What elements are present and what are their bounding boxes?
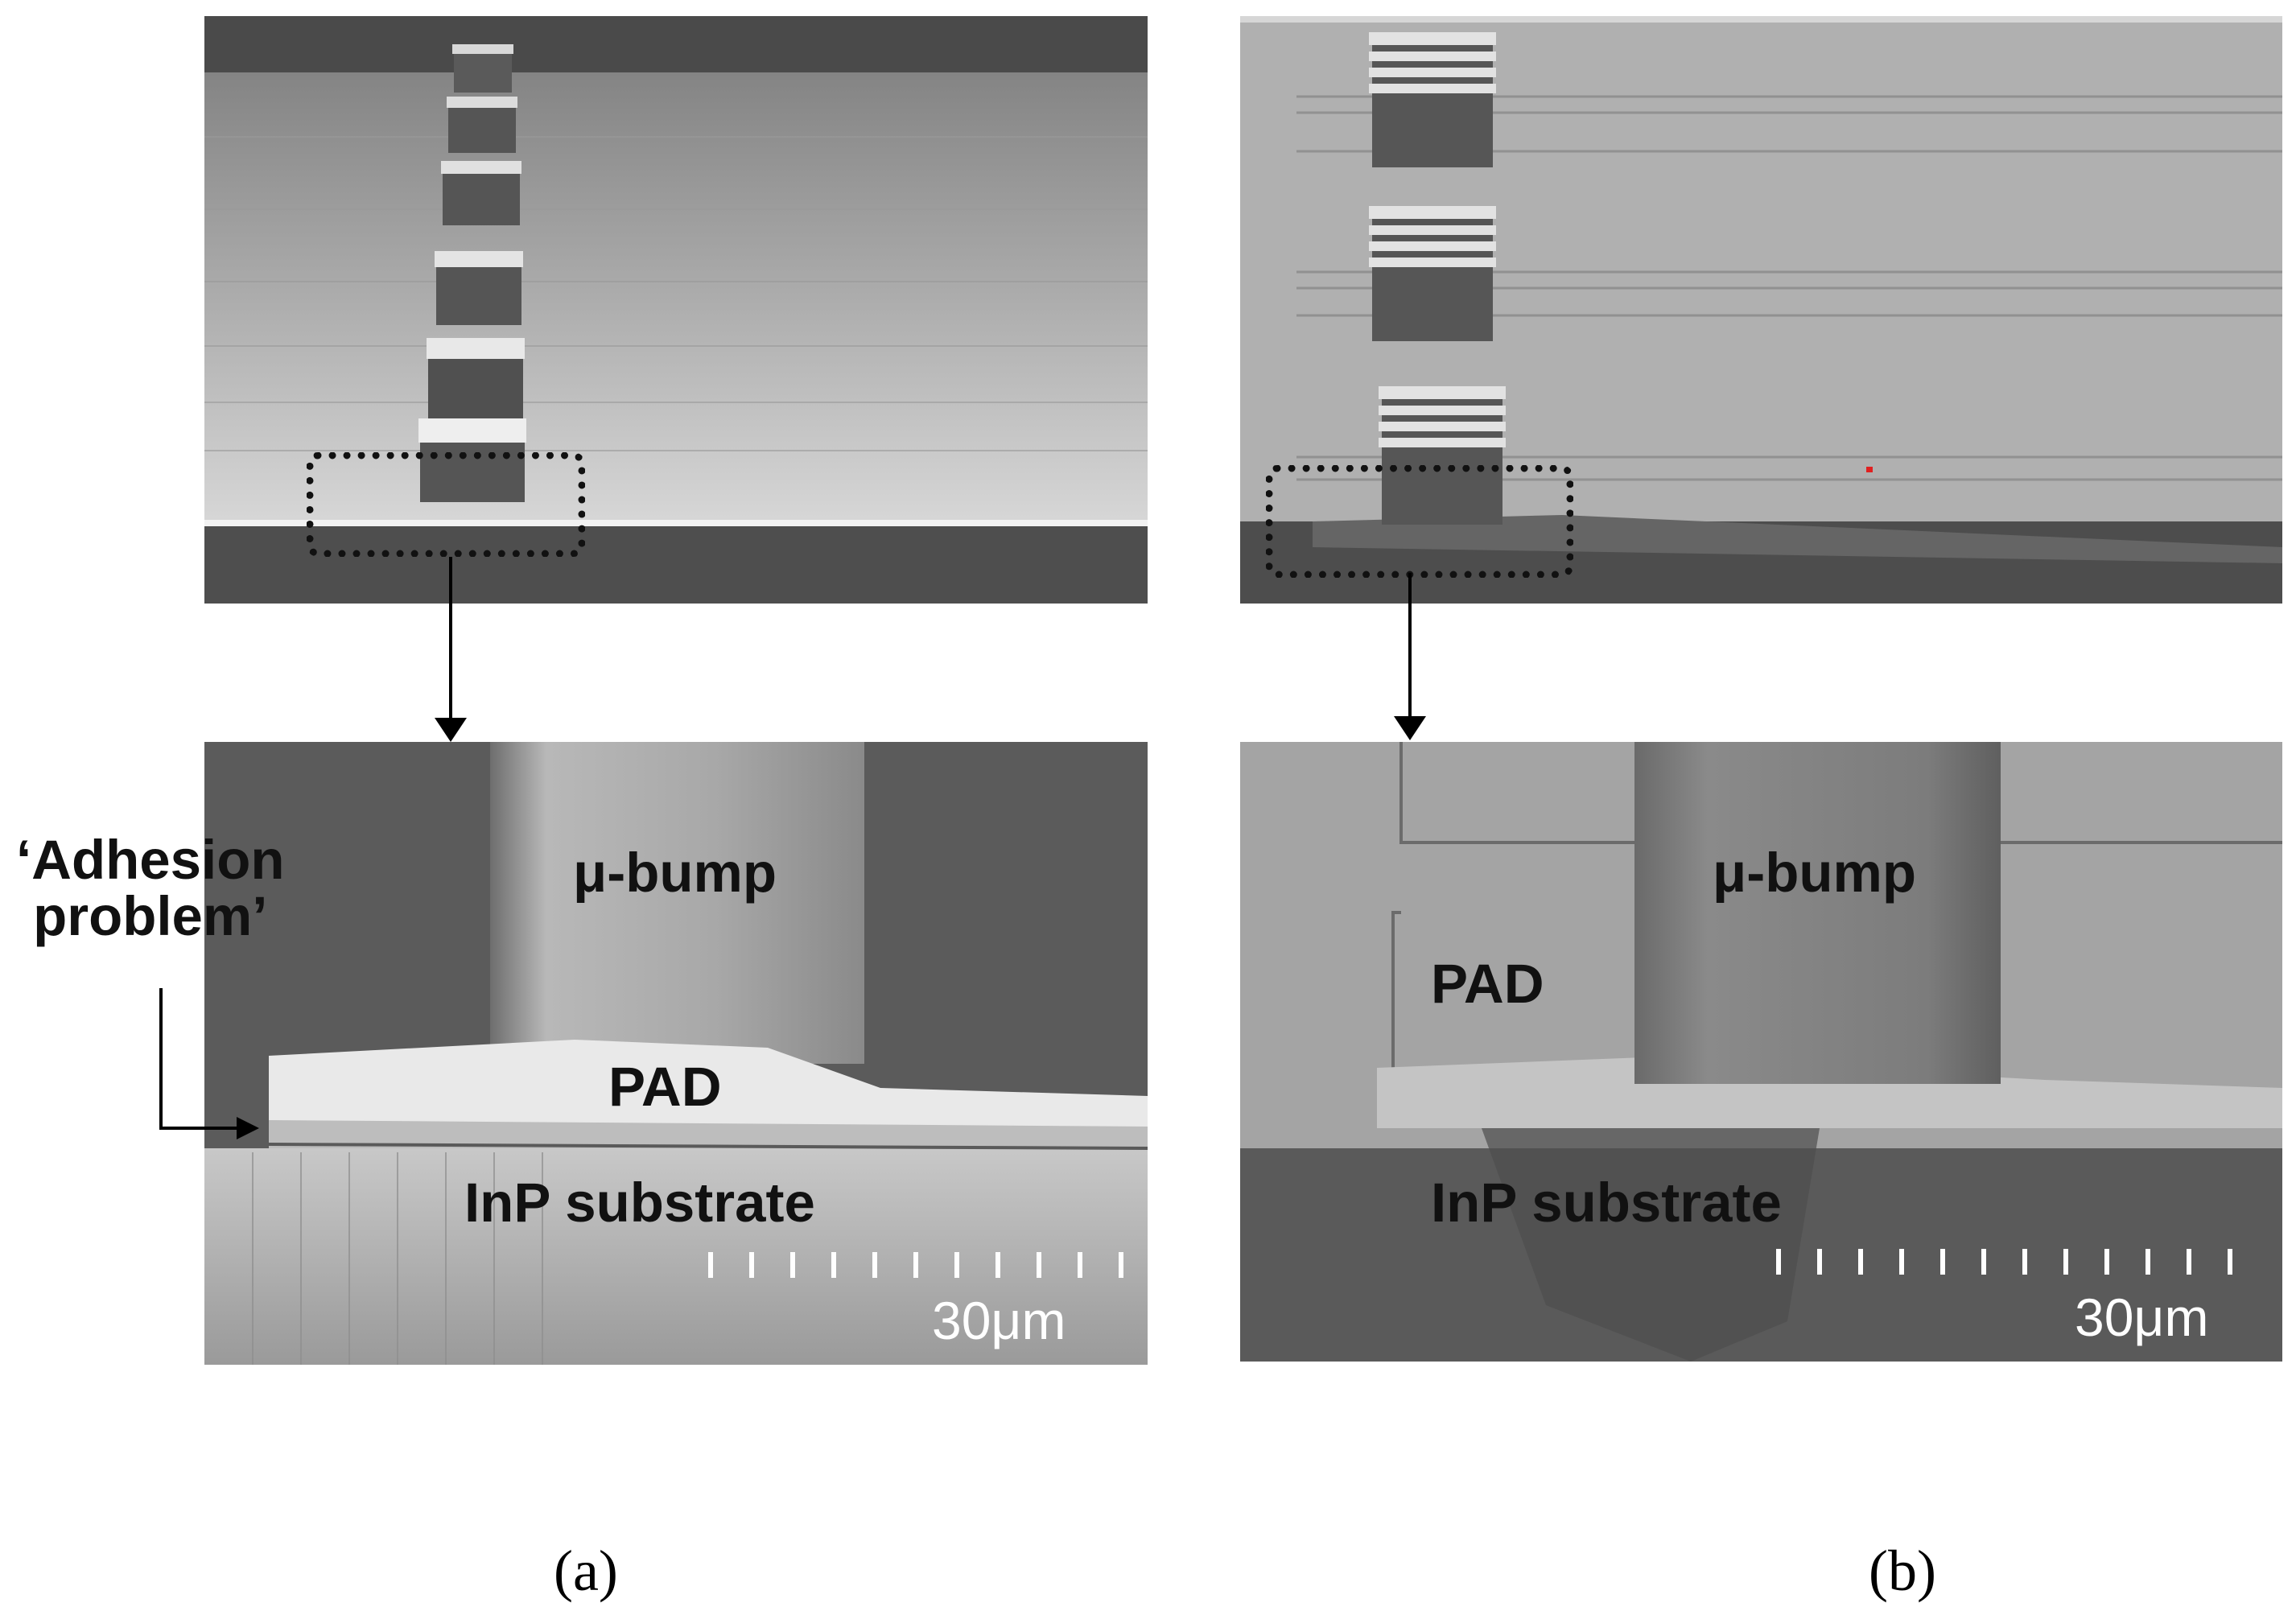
scale-bar-label-a: 30μm [932, 1291, 1066, 1350]
substrate-label-b: InP substrate [1431, 1172, 1782, 1234]
sem-image-b-overview [1240, 16, 2282, 604]
pad-label-b: PAD [1431, 953, 1544, 1015]
caption-b: (b) [1869, 1539, 1936, 1603]
substrate-label-a: InP substrate [464, 1172, 815, 1234]
bump-label-a: μ-bump [573, 842, 777, 904]
region-of-interest-box-b [1266, 465, 1573, 578]
region-of-interest-box-a [307, 452, 585, 557]
caption-a: (a) [554, 1539, 618, 1603]
scale-bar-label-b: 30μm [2075, 1287, 2209, 1347]
bump-label-b: μ-bump [1713, 842, 1916, 904]
pad-label-a: PAD [608, 1056, 722, 1118]
scale-bar-ticks-a [708, 1252, 1123, 1278]
sem-image-a-zoom [204, 742, 1148, 1365]
adhesion-problem-annotation: ‘Adhesion problem’ [16, 829, 285, 948]
sem-image-b-zoom [1240, 742, 2282, 1362]
sem-image-a-overview [204, 16, 1148, 604]
scale-bar-ticks-b [1776, 1249, 2269, 1275]
